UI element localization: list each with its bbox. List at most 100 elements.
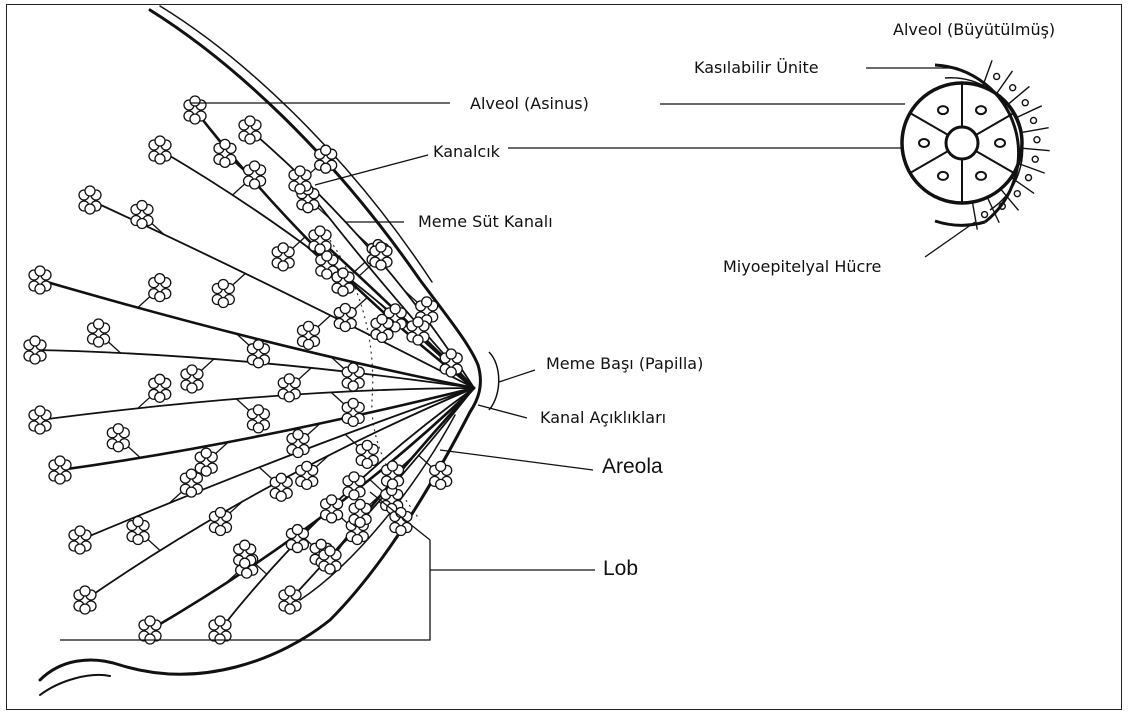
myoepithelial-nucleus — [1014, 191, 1020, 197]
alveolus-bud — [348, 416, 358, 426]
lobule-cluster — [127, 517, 149, 545]
alveolus-bud — [390, 304, 400, 314]
alveolus-bud — [201, 466, 211, 476]
alveolus-bud — [316, 539, 326, 549]
alveolus-bud — [155, 154, 165, 164]
lobule-cluster — [440, 349, 462, 377]
alveolus-bud — [292, 543, 302, 553]
alveolus-bud — [436, 479, 446, 489]
lobule-cluster — [244, 161, 266, 189]
lobule-cluster — [342, 398, 364, 426]
lobule-cluster — [390, 507, 412, 535]
alveolus-bud — [80, 586, 90, 596]
lobule-cluster — [319, 546, 341, 574]
alveolus-bud — [55, 474, 65, 484]
lobule-cluster — [29, 406, 51, 434]
enlarged-alveolus — [902, 60, 1050, 229]
alveolus-bud — [322, 269, 332, 279]
lobule-cluster — [296, 461, 318, 489]
alveolus-bud — [355, 499, 365, 509]
alveolus-bud — [85, 204, 95, 214]
alveolus-bud — [327, 513, 337, 523]
alveolus-bud — [145, 616, 155, 626]
alveolus-bud — [190, 96, 200, 106]
alveolus-bud — [285, 586, 295, 596]
alveolus-bud — [201, 448, 211, 458]
alveolus-bud — [218, 297, 228, 307]
myoepithelial-nucleus — [1010, 85, 1016, 91]
alveolus-bud — [133, 535, 143, 545]
alveolus-bud — [155, 274, 165, 284]
alveolus-bud — [315, 244, 325, 254]
alveolus-bud — [253, 405, 263, 415]
alveolus-bud — [413, 317, 423, 327]
alveolus-bud — [85, 186, 95, 196]
alveolus-bud — [218, 279, 228, 289]
alveolus-bud — [30, 336, 40, 346]
myoepithelial-nucleus — [1022, 100, 1028, 106]
label-alveol-enlarged: Alveol (Büyütülmüş) — [893, 22, 1055, 38]
alveolus-bud — [220, 157, 230, 167]
alveolus-bud — [377, 332, 387, 342]
alveolus-bud — [35, 284, 45, 294]
lobule-cluster — [79, 186, 101, 214]
alveolus-bud — [377, 314, 387, 324]
alveolus-bud — [30, 354, 40, 364]
alveolus-bud — [245, 116, 255, 126]
alveolus-bud — [321, 163, 331, 173]
alveolus-bud — [215, 525, 225, 535]
lobule-cluster — [334, 304, 356, 332]
myoepithelial-cell-wall — [1018, 164, 1044, 174]
alveolus-bud — [338, 268, 348, 278]
lobule-cluster — [356, 440, 378, 468]
alveolus-bud — [155, 374, 165, 384]
alveolus-bud — [304, 339, 314, 349]
alveolus-bud — [242, 568, 252, 578]
lobule-cluster — [212, 279, 234, 307]
lobule-cluster — [29, 266, 51, 294]
alveolus-bud — [340, 304, 350, 314]
alveolus-bud — [293, 448, 303, 458]
alveolus-bud — [187, 365, 197, 375]
alveolus-bud — [276, 473, 286, 483]
alveolus-bud — [338, 286, 348, 296]
alveolus-bud — [362, 458, 372, 468]
lobule-cluster — [181, 365, 203, 393]
alveolus-bud — [292, 525, 302, 535]
alveolus-bud — [186, 487, 196, 497]
alveolus-bud — [35, 266, 45, 276]
alveolus-bud — [145, 634, 155, 644]
alveolus-bud — [113, 424, 123, 434]
alveolus-bud — [295, 184, 305, 194]
lobule-cluster — [279, 586, 301, 614]
alveolus-bud — [348, 381, 358, 391]
alveolus-bud — [422, 297, 432, 307]
lobule-cluster — [180, 469, 202, 497]
alveolus-bud — [187, 383, 197, 393]
alveolus-bud — [348, 398, 358, 408]
alveolus-bud — [215, 634, 225, 644]
alveolus-bud — [250, 161, 260, 171]
alveolus-bud — [220, 139, 230, 149]
alveolus-bud — [355, 517, 365, 527]
lobule-cluster — [321, 495, 343, 523]
lobule-cluster — [278, 374, 300, 402]
alveolus-bud — [133, 517, 143, 527]
alveolus-bud — [376, 242, 386, 252]
myoepithelial-nucleus — [994, 73, 1000, 79]
label-myoepithelial-cell: Miyoepitelyal Hücre — [723, 259, 881, 275]
alveolus-bud — [80, 604, 90, 614]
lobule-cluster — [234, 540, 256, 568]
lobule-cluster — [289, 166, 311, 194]
alveolus-bud — [94, 337, 104, 347]
lobule-cluster — [298, 321, 320, 349]
lobule-cluster — [131, 201, 153, 229]
lobule-cluster — [88, 319, 110, 347]
alveolus-bud — [376, 260, 386, 270]
label-alveol-acinus: Alveol (Asinus) — [470, 96, 589, 112]
lobule-cluster — [149, 274, 171, 302]
myoepithelial-nucleus — [1032, 156, 1038, 162]
alveolus-bud — [253, 423, 263, 433]
alveolus-bud — [113, 442, 123, 452]
myoepithelial-nucleus — [1026, 175, 1032, 181]
